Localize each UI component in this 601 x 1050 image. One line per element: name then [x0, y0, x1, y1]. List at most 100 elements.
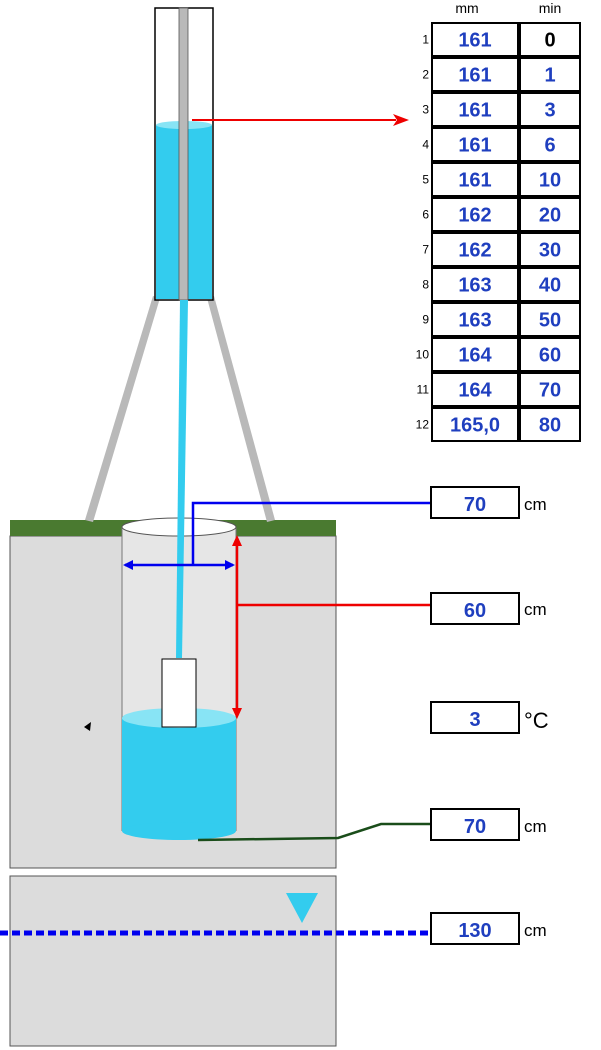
- soil-lower-block: [9, 875, 337, 1047]
- hole-water-body: [122, 718, 236, 831]
- mm-value: 164: [458, 380, 492, 402]
- min-value: 30: [539, 240, 561, 262]
- min-cell: [519, 127, 581, 162]
- row-number: 9: [422, 313, 429, 327]
- table-header-min: min: [539, 0, 562, 16]
- depth-value: 60: [464, 600, 486, 622]
- min-value: 3: [544, 100, 555, 122]
- min-value: 70: [539, 380, 561, 402]
- outflow-stream: [176, 300, 188, 658]
- min-cell: [519, 232, 581, 267]
- mm-cell: [431, 92, 519, 127]
- groundwater-box: [430, 912, 520, 945]
- hole-depth-unit: cm: [524, 817, 547, 836]
- mm-cell: [431, 162, 519, 197]
- min-cell: [519, 267, 581, 302]
- row-number: 5: [422, 173, 429, 187]
- table-row: 11 164 70: [417, 372, 581, 407]
- mm-cell: [431, 267, 519, 302]
- hole-depth-value: 70: [464, 816, 486, 838]
- min-value: 60: [539, 345, 561, 367]
- min-value: 50: [539, 310, 561, 332]
- table-row: 7 162 30: [422, 232, 581, 267]
- depth-arrow-top: [232, 535, 242, 546]
- table-row: 1 161 0: [422, 22, 581, 57]
- row-number: 4: [422, 138, 429, 152]
- tube-inner-rod: [178, 7, 189, 301]
- mm-cell: [431, 127, 519, 162]
- min-cell: [519, 337, 581, 372]
- table-row: 2 161 1: [422, 57, 581, 92]
- depth-arrow-bottom: [232, 708, 242, 719]
- min-value: 20: [539, 205, 561, 227]
- mm-value: 161: [458, 135, 491, 157]
- table-row: 10 164 60: [416, 337, 581, 372]
- temperature-unit: °C: [524, 708, 549, 733]
- temperature-value: 3: [469, 709, 480, 731]
- mm-value: 161: [458, 30, 491, 52]
- tube-level-arrow: [393, 114, 409, 126]
- min-value: 6: [544, 135, 555, 157]
- min-value: 0: [544, 30, 555, 52]
- table-row: 12 165,0 80: [416, 407, 581, 442]
- mm-value: 164: [458, 345, 492, 367]
- diameter-value: 70: [464, 494, 486, 516]
- min-value: 40: [539, 275, 561, 297]
- row-number: 10: [416, 348, 430, 362]
- mm-cell: [431, 407, 519, 442]
- min-cell: [519, 302, 581, 337]
- row-number: 1: [422, 33, 429, 47]
- diameter-arrow-left: [123, 560, 133, 570]
- min-cell: [519, 372, 581, 407]
- diameter-leader: [191, 501, 430, 565]
- row-number: 12: [416, 418, 430, 432]
- table-row: 5 161 10: [422, 162, 581, 197]
- min-value: 1: [544, 65, 555, 87]
- min-cell: [519, 92, 581, 127]
- mm-cell: [431, 232, 519, 267]
- hole-depth-box: [430, 808, 520, 841]
- groundwater-value: 130: [458, 920, 491, 942]
- table-row: 3 161 3: [422, 92, 581, 127]
- tripod-leg-left: [85, 296, 160, 522]
- mm-value: 163: [458, 310, 491, 332]
- mm-value: 163: [458, 275, 491, 297]
- mm-value: 165,0: [450, 415, 500, 437]
- hole-bottom-leader: [197, 822, 430, 842]
- min-cell: [519, 57, 581, 92]
- min-value: 10: [539, 170, 561, 192]
- table-header-mm: mm: [455, 0, 478, 16]
- diameter-unit: cm: [524, 495, 547, 514]
- mm-cell: [431, 372, 519, 407]
- min-value: 80: [539, 415, 561, 437]
- tripod-leg-right: [207, 296, 275, 522]
- mm-value: 161: [458, 170, 491, 192]
- min-cell: [519, 162, 581, 197]
- table-row: 9 163 50: [422, 302, 581, 337]
- mm-value: 162: [458, 240, 491, 262]
- row-number: 2: [422, 68, 429, 82]
- mm-cell: [431, 57, 519, 92]
- marker-triangle: [84, 722, 91, 731]
- row-number: 3: [422, 103, 429, 117]
- float: [161, 658, 197, 728]
- mm-cell: [431, 197, 519, 232]
- row-number: 7: [422, 243, 429, 257]
- depth-box: [430, 592, 520, 625]
- temperature-box: [430, 701, 520, 734]
- row-number: 11: [417, 383, 430, 397]
- groundwater-unit: cm: [524, 921, 547, 940]
- depth-unit: cm: [524, 600, 547, 619]
- diameter-arrow-right: [225, 560, 235, 570]
- diameter-box: [430, 486, 520, 519]
- row-number: 6: [422, 208, 429, 222]
- mm-value: 161: [458, 100, 491, 122]
- min-cell: [519, 197, 581, 232]
- mm-value: 161: [458, 65, 491, 87]
- groundwater-triangle-icon: [286, 893, 318, 923]
- hole-water-bottom: [122, 822, 236, 840]
- table-row: 4 161 6: [422, 127, 581, 162]
